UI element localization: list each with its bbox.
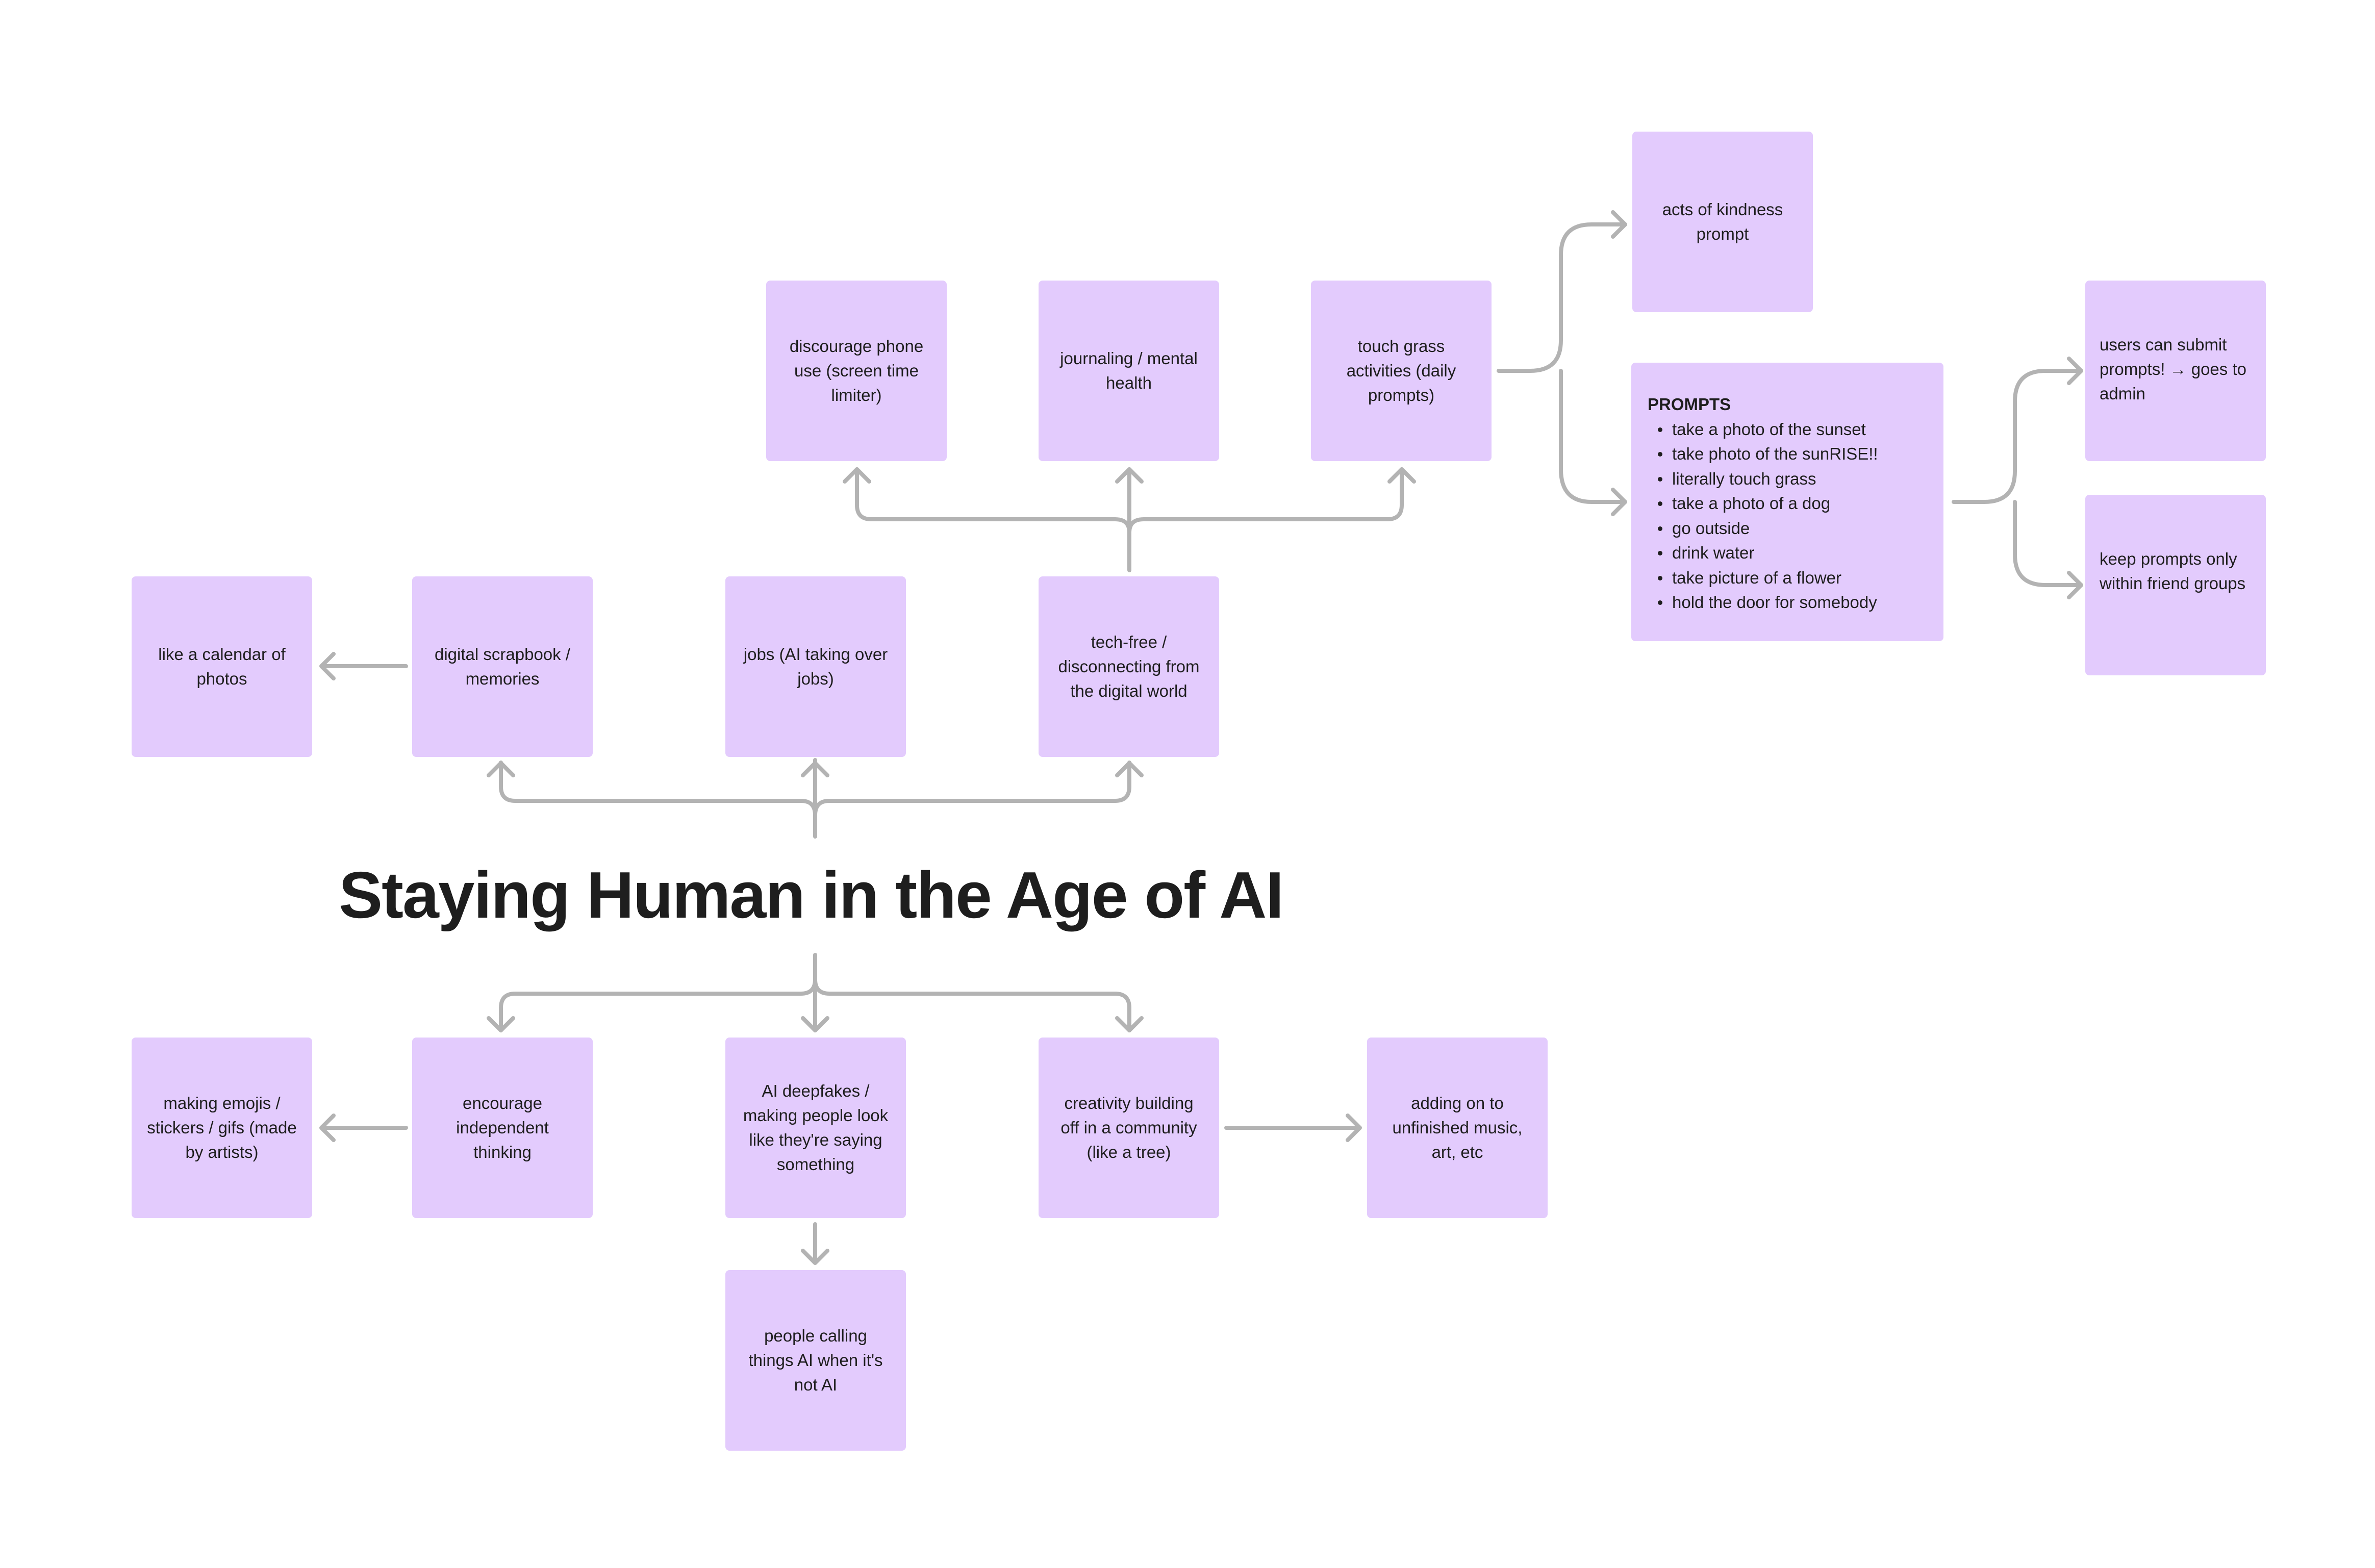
prompt-item: take photo of the sunRISE!! [1648,442,1928,467]
note-text: adding on to unfinished music, art, etc [1392,1094,1523,1161]
note-text: keep prompts only within friend groups [2100,549,2246,593]
connector-encourage-emojis [319,1114,408,1142]
arrowhead-techfree [1115,761,1144,777]
note-users-submit[interactable]: users can submit prompts! → goes to admi… [2085,281,2266,461]
page-title: Staying Human in the Age of AI [339,858,1284,932]
note-journaling[interactable]: journaling / mental health [1039,281,1219,461]
note-text: AI deepfakes / making people look like t… [743,1081,889,1174]
note-encourage-thinking[interactable]: encourage independent thinking [412,1038,593,1218]
prompt-item: take a photo of the sunset [1648,417,1928,442]
note-keep-prompts[interactable]: keep prompts only within friend groups [2085,495,2266,675]
arrowhead-keep [2067,571,2083,599]
note-text: making emojis / stickers / gifs (made by… [147,1094,297,1161]
arrowhead-journaling [1115,467,1144,484]
note-text: encourage independent thinking [456,1094,549,1161]
note-text: users can submit prompts! → goes to admi… [2100,335,2246,403]
note-text: touch grass activities (daily prompts) [1346,337,1456,404]
note-text: like a calendar of photos [158,645,286,688]
arrowhead-touchgrass [1387,467,1416,484]
connector-prompts-branch [1952,369,2083,587]
connector-creativity-adding [1224,1114,1362,1142]
arrowhead-prompts [1611,488,1627,516]
note-creativity-community[interactable]: creativity building off in a community (… [1039,1038,1219,1218]
connector-techfree-up [855,467,1404,572]
arrowhead-kindness [1611,210,1627,239]
arrowhead-deepfakes [801,1016,829,1032]
connector-touchgrass-branch [1497,222,1627,504]
prompt-item: hold the door for somebody [1648,590,1928,615]
note-making-emojis[interactable]: making emojis / stickers / gifs (made by… [132,1038,312,1218]
prompts-list: take a photo of the sunset take photo of… [1648,417,1928,615]
note-acts-of-kindness[interactable]: acts of kindness prompt [1632,132,1813,312]
arrowhead-jobs [801,761,829,777]
note-text: acts of kindness prompt [1662,200,1783,243]
arrowhead-submit [2067,357,2083,385]
prompt-item: literally touch grass [1648,467,1928,492]
note-text: digital scrapbook / memories [435,645,570,688]
note-text: tech-free / disconnecting from the digit… [1058,633,1200,700]
note-ai-deepfakes[interactable]: AI deepfakes / making people look like t… [725,1038,906,1218]
note-adding-on[interactable]: adding on to unfinished music, art, etc [1367,1038,1548,1218]
prompt-item: go outside [1648,516,1928,541]
arrowhead-creativity [1115,1016,1144,1032]
prompt-item: take picture of a flower [1648,566,1928,591]
note-text: people calling things AI when it's not A… [748,1326,883,1394]
arrowhead-discourage [843,467,871,484]
prompts-heading: PROMPTS [1648,395,1731,414]
note-prompts-list[interactable]: PROMPTS take a photo of the sunset take … [1631,363,1943,641]
connector-title-down [499,953,1131,1032]
note-text: discourage phone use (screen time limite… [789,337,924,404]
note-jobs[interactable]: jobs (AI taking over jobs) [725,576,906,757]
connector-scrapbook-calendar [319,652,408,680]
note-text: jobs (AI taking over jobs) [743,645,888,688]
note-text: journaling / mental health [1060,349,1198,392]
prompt-item: take a photo of a dog [1648,491,1928,516]
prompt-item: drink water [1648,541,1928,566]
arrowhead-scrapbook [487,761,515,777]
connector-title-up [499,758,1131,839]
note-people-calling[interactable]: people calling things AI when it's not A… [725,1270,906,1451]
note-touch-grass[interactable]: touch grass activities (daily prompts) [1311,281,1492,461]
note-digital-scrapbook[interactable]: digital scrapbook / memories [412,576,593,757]
connector-deepfakes-calling [801,1222,829,1265]
note-tech-free[interactable]: tech-free / disconnecting from the digit… [1039,576,1219,757]
note-discourage-phone[interactable]: discourage phone use (screen time limite… [766,281,947,461]
arrowhead-encourage [487,1016,515,1032]
note-text: creativity building off in a community (… [1060,1094,1197,1161]
note-calendar-photos[interactable]: like a calendar of photos [132,576,312,757]
